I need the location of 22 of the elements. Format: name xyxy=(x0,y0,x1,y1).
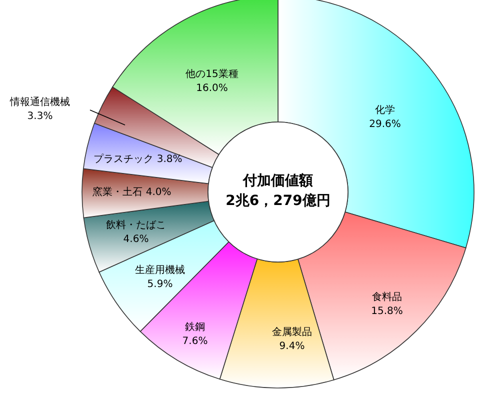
category-label: 食料品 xyxy=(371,291,403,305)
value-label: 5.9% xyxy=(146,278,174,292)
value-label: 3.8% xyxy=(156,154,182,165)
category-label: プラスチック xyxy=(94,154,154,165)
value-label: 7.6% xyxy=(182,335,208,349)
category-label: 窯業・土石 xyxy=(92,187,143,198)
total-value: 2兆6，279億円 xyxy=(226,192,330,210)
category-label: 化学 xyxy=(374,104,396,118)
category-label: 金属製品 xyxy=(272,326,312,340)
value-label: 4.6% xyxy=(122,233,150,247)
value-label: 9.4% xyxy=(278,340,306,354)
value-label: 16.0% xyxy=(195,82,229,96)
value-label: 29.6% xyxy=(369,118,401,132)
value-label: 3.3% xyxy=(26,110,54,124)
category-label: 他の15業種 xyxy=(186,68,238,82)
total-heading: 付加価値額 xyxy=(243,172,313,190)
value-label: 4.0% xyxy=(146,187,172,198)
category-label: 鉄鋼 xyxy=(184,321,206,335)
category-label: 飲料・たばこ xyxy=(106,219,166,233)
value-label: 15.8% xyxy=(371,305,403,319)
category-label: 生産用機械 xyxy=(135,264,185,278)
category-label: 情報通信機械 xyxy=(10,96,70,110)
